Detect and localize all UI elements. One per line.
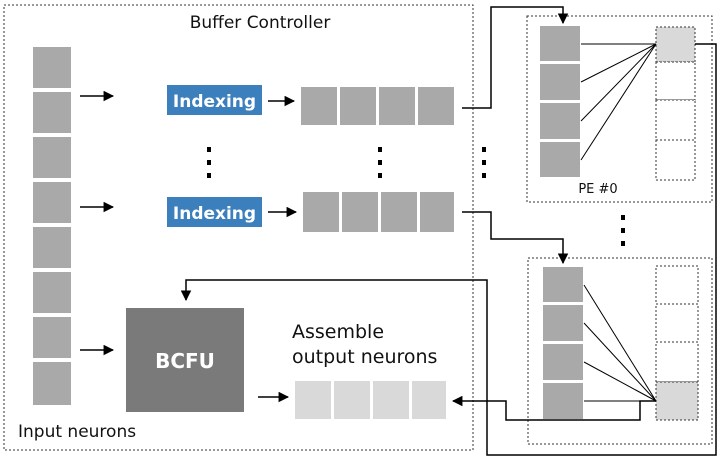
- buffer-row-top: [299, 85, 456, 127]
- buffer-row-bottom: [301, 190, 456, 234]
- connector-buffer-to-pe0: [462, 6, 569, 109]
- pe-output-cell: [655, 61, 696, 101]
- ellipsis-indexing: [207, 147, 211, 178]
- pe-output-cell: [655, 303, 699, 343]
- buffer-cell: [416, 85, 456, 127]
- input-neuron-cell: [31, 180, 73, 225]
- pe-input-cell: [541, 303, 585, 343]
- pe-output-cell: [655, 265, 699, 305]
- buffer-cell: [340, 190, 380, 234]
- ellipsis-buffer: [378, 147, 382, 178]
- buffer-cell: [338, 85, 378, 127]
- indexing-block-top: [167, 85, 262, 115]
- pe-output-cell: [655, 99, 696, 141]
- input-neuron-cell: [31, 270, 73, 315]
- pe-input-cell: [538, 24, 582, 63]
- input-neuron-cell: [31, 225, 73, 270]
- buffer-cell: [377, 85, 417, 127]
- input-neurons-column: [31, 45, 73, 407]
- assemble-label-line1: Assemble: [292, 321, 384, 343]
- output-neurons-row: [293, 379, 448, 421]
- buffer-cell: [379, 190, 419, 234]
- pe-output-cell: [655, 26, 696, 63]
- pe-input-cell: [538, 62, 582, 102]
- pe0-label: PE #0: [578, 182, 617, 197]
- pe1-connections: [583, 284, 657, 402]
- pe1-input-column: [541, 265, 585, 421]
- output-cell: [371, 379, 411, 421]
- connector-pe0-feedback: [180, 43, 717, 456]
- pe-output-cell: [655, 139, 696, 181]
- input-neuron-cell: [31, 45, 73, 90]
- pe-input-cell: [541, 381, 585, 421]
- pe1-frame: [527, 257, 713, 445]
- output-cell: [332, 379, 372, 421]
- input-neuron-cell: [31, 135, 73, 180]
- pe-input-cell: [541, 342, 585, 382]
- ellipsis-between: [482, 147, 486, 178]
- output-cell: [410, 379, 448, 421]
- connector-pe1-to-output: [451, 395, 656, 421]
- bcfu-label: BCFU: [155, 349, 215, 373]
- indexing-label-bottom: Indexing: [173, 204, 256, 224]
- buffer-controller-frame: [3, 4, 474, 451]
- input-neuron-cell: [31, 360, 73, 407]
- buffer-cell: [418, 190, 456, 234]
- pe-input-cell: [538, 140, 582, 179]
- pe1-output-column: [655, 265, 699, 421]
- pe0-connections: [580, 43, 657, 161]
- connector-buffer-to-pe1: [462, 211, 569, 265]
- input-neurons-label: Input neurons: [18, 422, 136, 442]
- pe-output-cell: [655, 341, 699, 383]
- buffer-cell: [299, 85, 339, 127]
- bcfu-block: [126, 308, 244, 412]
- pe0-input-column: [538, 24, 582, 179]
- pe-input-cell: [538, 101, 582, 141]
- input-neuron-cell: [31, 90, 73, 135]
- indexing-block-bottom: [167, 197, 262, 227]
- pe-input-cell: [541, 265, 585, 304]
- input-neuron-cell: [31, 315, 73, 360]
- indexing-label-top: Indexing: [173, 92, 256, 112]
- assemble-label-line2: output neurons: [292, 346, 437, 368]
- buffer-cell: [301, 190, 341, 234]
- pe0-output-column: [655, 26, 696, 181]
- buffer-controller-title: Buffer Controller: [190, 13, 331, 33]
- pe0-frame: [526, 15, 713, 203]
- ellipsis-pe: [621, 215, 625, 246]
- pe-output-cell: [655, 381, 699, 421]
- output-cell: [293, 379, 333, 421]
